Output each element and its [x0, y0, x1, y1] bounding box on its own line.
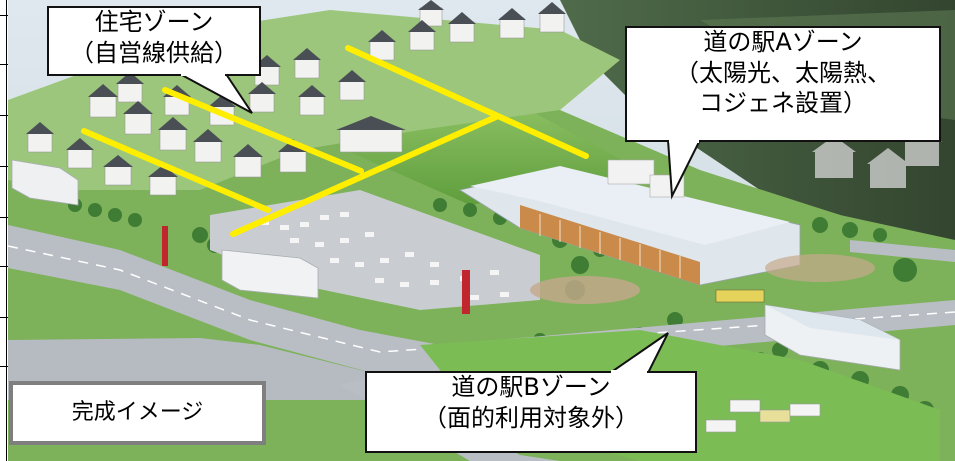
residential-zone-note: （自営線供給） [70, 38, 238, 67]
callout-residential [47, 6, 261, 114]
completion-label-box [9, 381, 266, 445]
residential-zone-callout: 住宅ゾーン （自営線供給） [48, 7, 260, 68]
station-b-zone-callout: 道の駅Bゾーン （面的利用対象外） [366, 372, 696, 433]
left-buildings [11, 159, 319, 299]
station-a-building [458, 159, 875, 304]
bus [715, 289, 765, 303]
station-b-zone-note: （面的利用対象外） [423, 403, 639, 432]
table-edge [0, 0, 8, 461]
callout-station-a [625, 26, 941, 200]
station-a-zone-note-1: （太陽光、太陽熱、 [675, 58, 891, 87]
residential-zone-title: 住宅ゾーン [94, 8, 214, 36]
station-a-zone-note-2: コジェネ設置） [699, 89, 867, 118]
station-a-zone-title: 道の駅Aゾーン [703, 28, 863, 56]
callout-station-b [365, 332, 697, 453]
power-lines [81, 45, 589, 237]
red-signboard-icon [162, 226, 470, 314]
completion-image-label: 完成イメージ [71, 400, 204, 425]
station-b-zone-title: 道の駅Bゾーン [451, 373, 611, 401]
station-a-zone-callout: 道の駅Aゾーン （太陽光、太陽熱、 コジェネ設置） [626, 27, 940, 119]
